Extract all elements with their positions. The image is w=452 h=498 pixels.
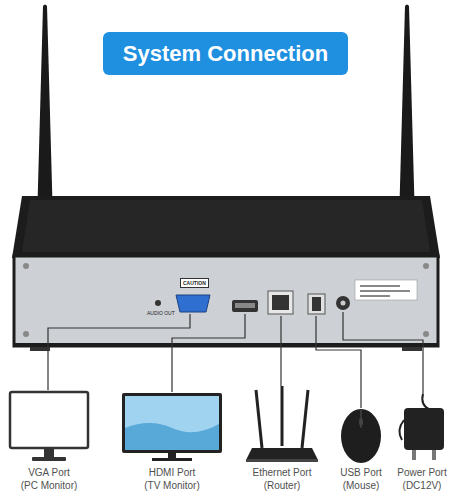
- ports: [155, 291, 350, 314]
- port-name: USB Port: [338, 466, 384, 479]
- device-name: (DC12V): [395, 479, 448, 492]
- mouse-icon: [341, 409, 381, 463]
- device-caption: Power Port(DC12V): [395, 466, 448, 492]
- device-name: (TV Monitor): [142, 479, 202, 492]
- device-name: (PC Monitor): [19, 479, 80, 492]
- device-name: (Mouse): [338, 479, 384, 492]
- device-caption: HDMI Port(TV Monitor): [142, 466, 202, 492]
- device-caption: VGA Port(PC Monitor): [19, 466, 80, 492]
- caution-sticker: CAUTION: [180, 278, 209, 288]
- device-name: (Router): [251, 479, 314, 492]
- pc-monitor-icon: [10, 392, 88, 461]
- device-caption: USB Port(Mouse): [338, 466, 384, 492]
- wire: [48, 312, 423, 408]
- port-name: HDMI Port: [142, 466, 202, 479]
- title-banner: System Connection: [103, 32, 348, 75]
- power-adapter-icon: [399, 394, 444, 460]
- port-name: VGA Port: [19, 466, 80, 479]
- port-name: Power Port: [395, 466, 448, 479]
- tv-monitor-icon: [122, 393, 222, 461]
- router-icon: [246, 386, 318, 462]
- device-caption: Ethernet Port(Router): [251, 466, 314, 492]
- port-name: Ethernet Port: [251, 466, 314, 479]
- port-marking: AUDIO OUT: [147, 310, 175, 316]
